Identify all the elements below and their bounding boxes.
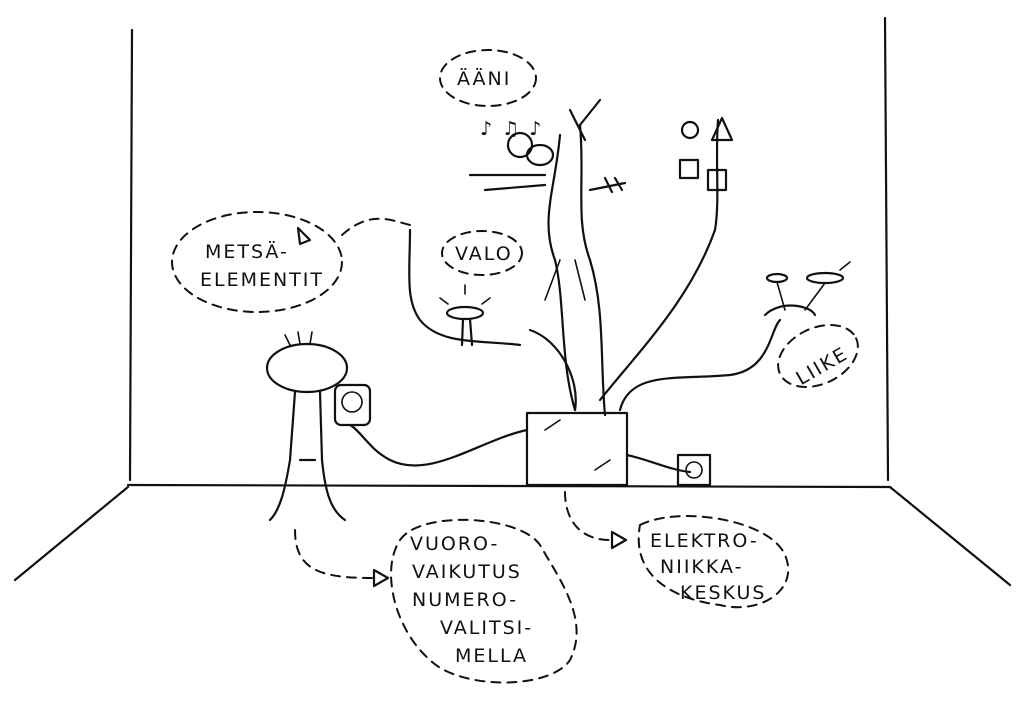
label-interaction-5: MELLA xyxy=(455,645,528,667)
mushroom-light xyxy=(439,284,491,347)
bubble-forest-elements: METSÄ- ELEMENTIT xyxy=(171,211,411,313)
tree xyxy=(408,98,782,417)
label-interaction-2: VAIKUTUS xyxy=(412,561,522,583)
stage-outline xyxy=(13,16,1012,587)
label-interaction-1: VUORO- xyxy=(410,533,499,555)
label-forest-2: ELEMENTIT xyxy=(200,269,324,291)
label-electronics-2: NIIKKA- xyxy=(660,556,743,578)
label-interaction-3: NUMERO- xyxy=(412,589,518,611)
label-movement: LIIKE xyxy=(792,343,852,390)
cable xyxy=(348,423,529,467)
electronics-box xyxy=(348,411,712,487)
mushrooms-movement xyxy=(763,261,851,317)
bubble-light: VALO xyxy=(441,230,523,276)
svg-text:♪ ♫ ♪: ♪ ♫ ♪ xyxy=(480,118,543,140)
bubble-electronics: ELEKTRO- NIIKKA- KESKUS xyxy=(564,491,790,609)
person xyxy=(265,331,372,522)
bubble-interaction: VUORO- VAIKUTUS NUMERO- VALITSI- MELLA xyxy=(294,518,578,684)
label-forest-1: METSÄ- xyxy=(205,240,289,263)
label-interaction-4: VALITSI- xyxy=(440,617,533,639)
label-light: VALO xyxy=(455,243,513,265)
electronic-components xyxy=(678,116,734,192)
bird-icon: ♪ ♫ ♪ xyxy=(480,118,555,167)
label-sound: ÄÄNI xyxy=(457,67,511,90)
bubble-movement: LIIKE xyxy=(777,324,859,390)
label-electronics-3: KESKUS xyxy=(680,582,766,604)
label-electronics-1: ELEKTRO- xyxy=(650,530,759,552)
bubble-sound: ÄÄNI xyxy=(439,49,537,107)
phone-icon xyxy=(333,383,372,427)
